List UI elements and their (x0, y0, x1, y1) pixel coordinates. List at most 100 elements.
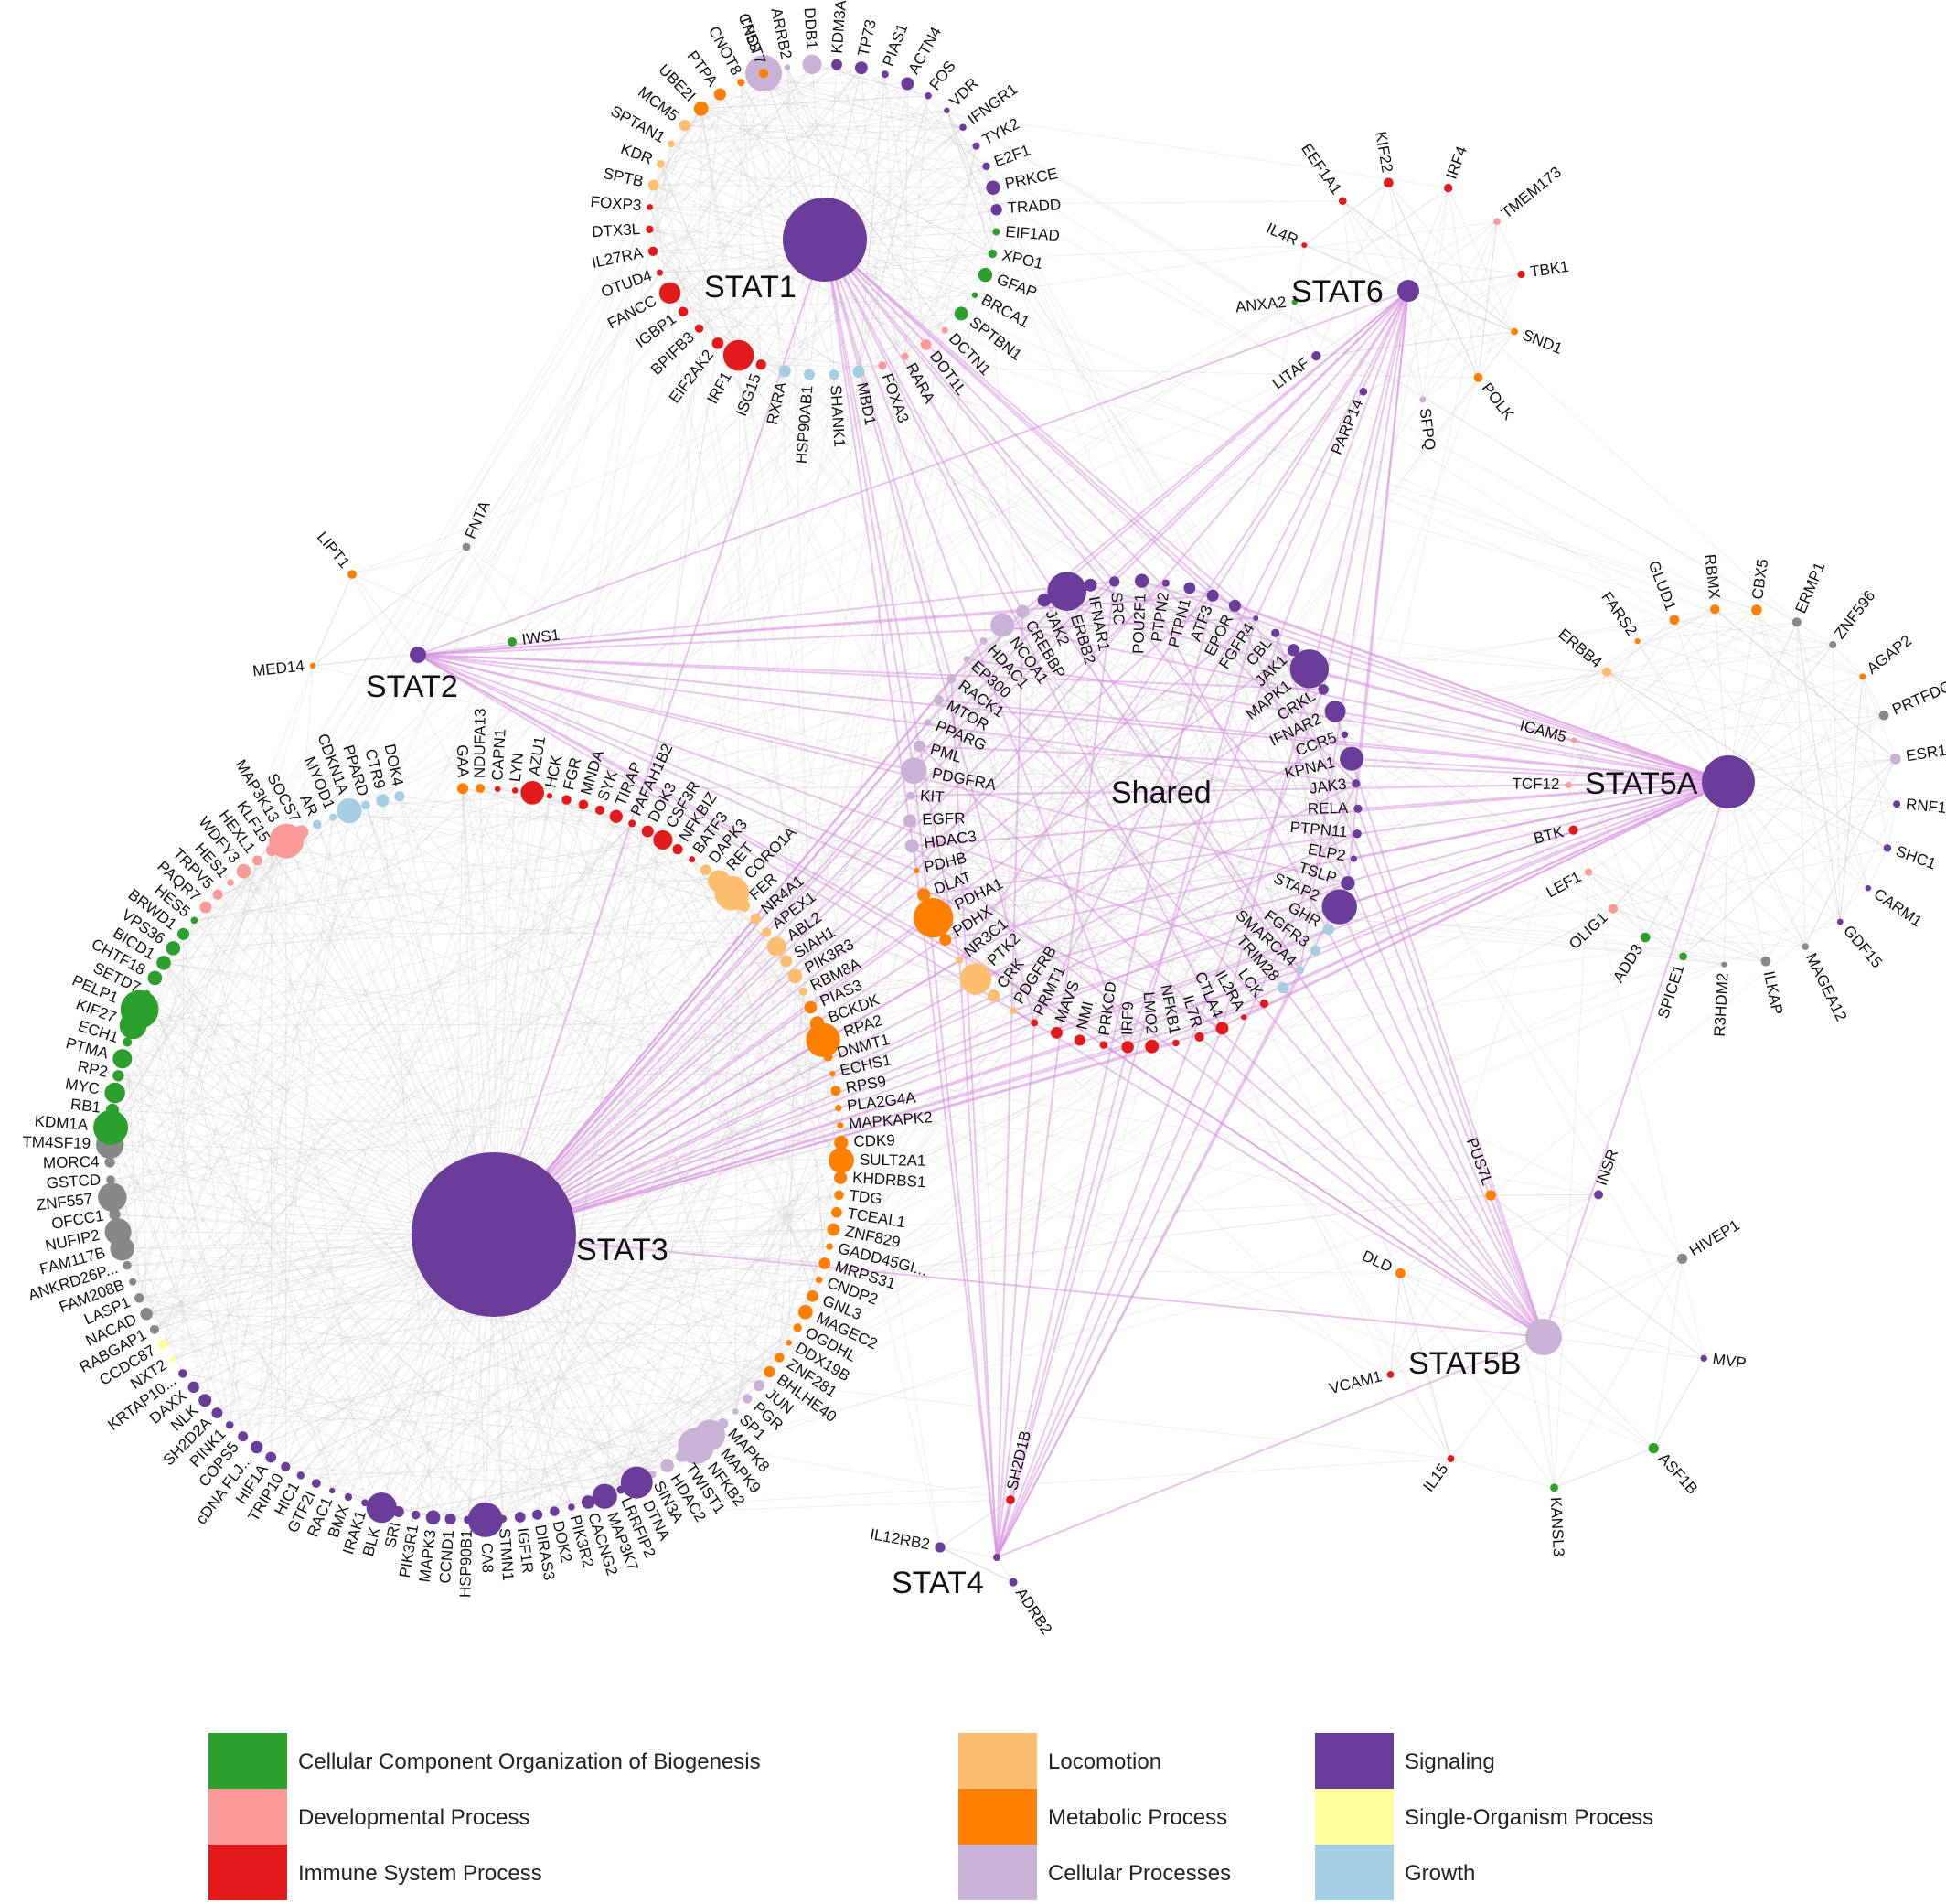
background-edge (138, 860, 258, 1299)
background-edge (1588, 872, 1684, 957)
hub-edge (1141, 580, 1729, 783)
background-edge (1644, 803, 1898, 938)
background-edge (699, 94, 721, 329)
background-edge (1612, 781, 1729, 909)
gene-node (920, 338, 932, 350)
hub-edge (919, 744, 1729, 783)
background-edge (1165, 583, 1353, 760)
background-edge (163, 329, 946, 1345)
hub-edge (493, 928, 1330, 1235)
background-edge (946, 110, 993, 254)
background-edge (649, 229, 786, 372)
background-edge (1387, 182, 1479, 379)
hub-edge (1090, 583, 1729, 783)
background-edge (285, 921, 1841, 1468)
background-edge (669, 292, 786, 372)
background-edge (925, 344, 1758, 611)
background-edge (511, 370, 786, 643)
gene-node (581, 1495, 595, 1509)
background-edge (242, 343, 719, 1437)
background-edge (467, 908, 1614, 1521)
gene-label: EEF1A1 (1298, 140, 1345, 198)
background-edge (937, 591, 1068, 701)
background-edge (415, 1160, 842, 1516)
background-edge (154, 273, 1522, 1331)
background-edge (858, 371, 1068, 592)
background-edge (194, 644, 1834, 921)
hub-node (783, 198, 867, 282)
background-edge (229, 1424, 272, 1458)
gene-node (294, 825, 309, 840)
background-edge (662, 840, 829, 1057)
background-edge (717, 343, 1035, 1023)
background-edge (1347, 882, 1684, 957)
background-edge (620, 619, 1675, 1491)
gene-node (780, 955, 793, 968)
gene-node (933, 694, 944, 705)
background-edge (659, 64, 813, 273)
gene-node (628, 819, 636, 828)
gene-node (265, 1451, 277, 1463)
background-edge (230, 1398, 748, 1426)
background-edge (904, 187, 994, 358)
background-edge (1606, 671, 1684, 957)
background-edge (112, 108, 702, 1111)
gene-node (829, 369, 839, 380)
background-edge (112, 783, 1357, 1198)
gene-label: TBK1 (1529, 258, 1570, 281)
gene-node (959, 963, 992, 995)
hub-edge (912, 781, 1729, 848)
background-edge (110, 251, 654, 1128)
legend-swatch (208, 1789, 287, 1845)
gene-node (693, 101, 709, 116)
background-edge (549, 796, 820, 1280)
background-edge (840, 1046, 1128, 1161)
gene-node (1271, 628, 1280, 637)
gene-node (1353, 804, 1363, 813)
background-edge (133, 893, 732, 1026)
hub-edge (493, 882, 1349, 1235)
background-edge (1342, 200, 1364, 392)
background-edge (734, 1073, 833, 1412)
background-edge (154, 928, 1330, 1331)
background-edge (1574, 676, 1863, 742)
gene-node (1108, 576, 1120, 587)
background-edge (684, 124, 1105, 1045)
background-edge (684, 124, 987, 167)
background-edge (1390, 1194, 1492, 1375)
gene-label: ASF1B (1655, 1449, 1701, 1498)
background-edge (669, 73, 886, 294)
gene-label: IRF4 (1443, 144, 1471, 181)
background-edge (110, 1127, 230, 1426)
gene-node (834, 1190, 844, 1201)
background-edge (450, 1212, 838, 1520)
background-edge (649, 229, 1345, 735)
background-edge (1353, 221, 1498, 860)
hub-edge (950, 679, 998, 1558)
background-edge (1727, 622, 1798, 783)
gene-node (988, 249, 998, 259)
background-edge (1588, 781, 1729, 873)
background-edge (1234, 605, 1284, 989)
background-edge (256, 810, 350, 1448)
background-edge (912, 803, 1898, 847)
background-edge (1727, 758, 1896, 783)
gene-node (1511, 327, 1518, 336)
background-edge (884, 73, 1684, 1259)
background-edge (1477, 221, 1498, 378)
background-edge (1490, 887, 1869, 1196)
background-edge (660, 164, 740, 356)
hub-edge (824, 239, 1214, 597)
background-edge (256, 665, 314, 1448)
gene-node (672, 844, 683, 855)
hub-nodes: STAT1STAT2STAT3STAT4STAT5ASTAT5BSTAT6Sha… (366, 198, 1755, 1600)
gene-label: TCF12 (1512, 776, 1559, 793)
gene-node (678, 306, 689, 317)
hub-edge (493, 959, 960, 1235)
background-edge (122, 1247, 770, 1373)
background-edge (1490, 1194, 1705, 1359)
background-edge (1804, 758, 1897, 947)
gene-node (1145, 1039, 1160, 1054)
gene-node (722, 339, 754, 371)
background-edge (653, 185, 719, 344)
